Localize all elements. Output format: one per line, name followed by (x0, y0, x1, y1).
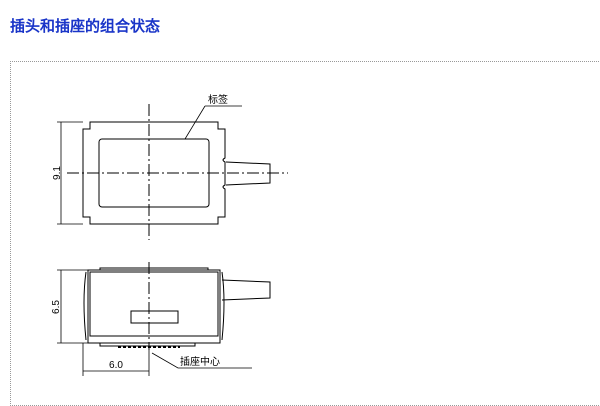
dim-9-1: 9.1 (52, 166, 63, 180)
dim-6-5: 6.5 (51, 300, 62, 314)
page-title: 插头和插座的组合状态 (10, 17, 161, 35)
side-view (83, 262, 271, 350)
label-callout: 标签 (208, 93, 228, 106)
dimension-lines (57, 105, 252, 376)
dim-6-0: 6.0 (109, 360, 123, 371)
socket-center-callout: 插座中心 (180, 355, 220, 368)
top-view (67, 104, 288, 240)
